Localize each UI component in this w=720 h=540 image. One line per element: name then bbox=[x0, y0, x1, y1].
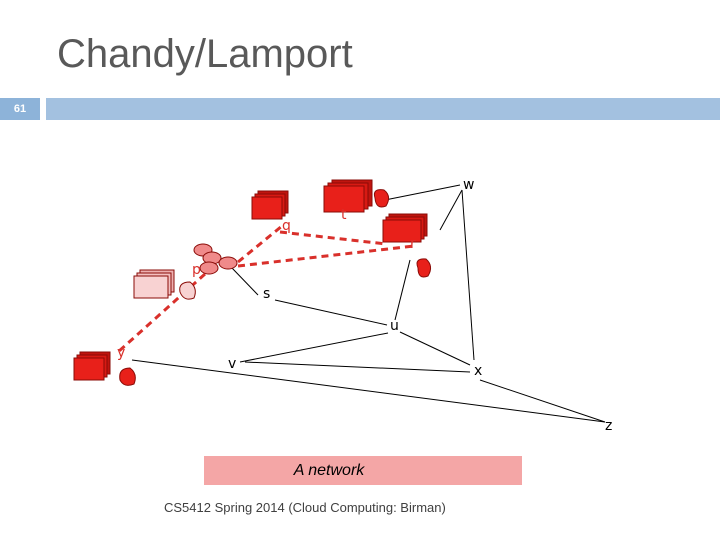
messages bbox=[193, 243, 238, 275]
label-r: r bbox=[410, 236, 416, 252]
process-y-stack bbox=[73, 351, 111, 381]
edge-s-u bbox=[274, 299, 388, 326]
caption-box bbox=[204, 456, 522, 485]
label-u: u bbox=[390, 318, 399, 334]
process-r-stack bbox=[382, 213, 428, 243]
diagram-caption: A network bbox=[293, 462, 365, 479]
label-z: z bbox=[605, 418, 612, 434]
edge-r-u bbox=[394, 259, 411, 321]
edge-r-w bbox=[384, 184, 461, 201]
label-y: y bbox=[117, 345, 125, 361]
slide-footer: CS5412 Spring 2014 (Cloud Computing: Bir… bbox=[164, 500, 446, 515]
channel-p-r bbox=[237, 244, 415, 268]
channel-p-q bbox=[237, 224, 283, 264]
message-4 bbox=[199, 261, 219, 275]
header-bar bbox=[46, 98, 720, 120]
label-s: s bbox=[263, 286, 270, 302]
edge-rr-w bbox=[439, 189, 463, 231]
network-edges bbox=[131, 184, 606, 423]
edge-u-x bbox=[399, 331, 471, 366]
channel-p-y bbox=[116, 272, 207, 354]
channel-q-r bbox=[279, 230, 387, 246]
edge-y-z bbox=[131, 359, 606, 423]
edge-u-v bbox=[239, 332, 389, 363]
message-3 bbox=[218, 256, 238, 270]
label-q: q bbox=[282, 218, 291, 234]
label-w: w bbox=[463, 177, 474, 193]
slide-number: 61 bbox=[0, 98, 40, 120]
edge-v-x bbox=[244, 361, 471, 373]
label-t: t bbox=[341, 207, 347, 223]
label-x: x bbox=[474, 363, 482, 379]
edge-p-s bbox=[231, 267, 259, 296]
label-v: v bbox=[228, 356, 236, 372]
blob-r bbox=[416, 258, 432, 278]
process-q-stack bbox=[251, 190, 289, 220]
label-p: p bbox=[192, 262, 201, 278]
blob-y bbox=[119, 367, 136, 386]
dashed-channels bbox=[116, 224, 415, 354]
process-t-stack bbox=[323, 179, 373, 213]
edge-w-x bbox=[461, 189, 475, 361]
blob-p bbox=[179, 281, 196, 300]
slide-title: Chandy/Lamport bbox=[57, 32, 353, 76]
state-blobs bbox=[119, 189, 432, 386]
blob-w bbox=[373, 189, 390, 208]
edge-x-z bbox=[479, 379, 606, 423]
process-p-stack bbox=[133, 269, 175, 299]
